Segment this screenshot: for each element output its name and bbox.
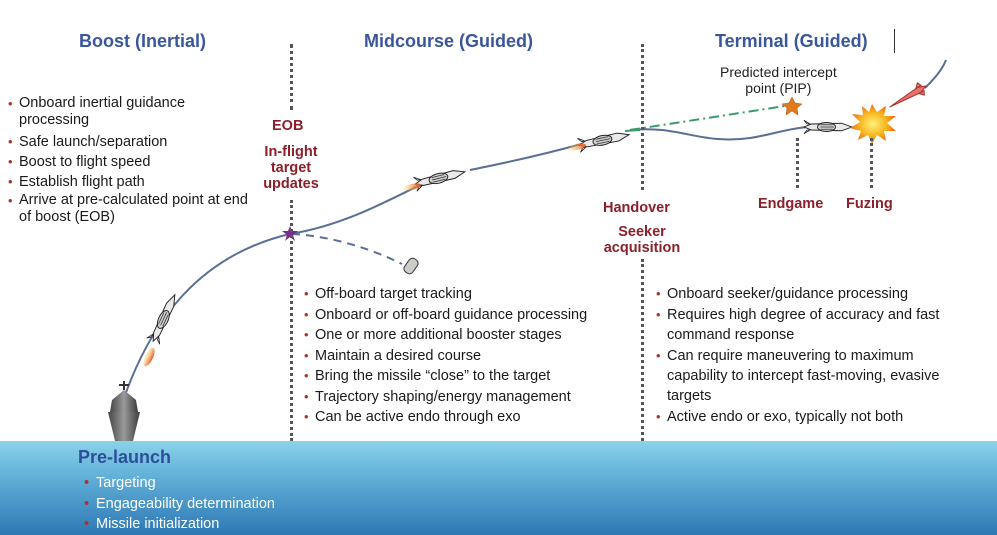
ship-icon <box>108 381 140 441</box>
divider-eob-lower <box>290 200 293 441</box>
event-inflight-updates: In-flight target updates <box>263 144 319 192</box>
divider-handover <box>641 44 644 190</box>
bullet-item: Can be active endo through exo <box>304 407 634 428</box>
bullet-item: Boost to flight speed <box>8 152 248 172</box>
phase-title-boost: Boost (Inertial) <box>79 31 207 51</box>
bullet-item: Arrive at pre-calculated point at end of… <box>8 192 248 226</box>
event-seeker-acquisition: Seeker acquisition <box>603 224 681 256</box>
terminal-bullets: Onboard seeker/guidance processing Requi… <box>656 284 956 427</box>
bullet-item: Off-board target tracking <box>304 284 634 305</box>
explosion-icon <box>850 104 896 144</box>
divider-handover-lower <box>641 259 644 441</box>
bullet-item: One or more additional booster stages <box>304 325 634 346</box>
bullet-item: Active endo or exo, typically not both <box>656 407 956 427</box>
pip-star-icon <box>781 96 803 116</box>
bullet-item: Safe launch/separation <box>8 132 248 152</box>
missile-icon-terminal <box>803 119 853 135</box>
bullet-item: Bring the missile “close” to the target <box>304 366 634 387</box>
event-handover: Handover <box>603 200 670 216</box>
prelaunch-bullets: Targeting Engageability determination Mi… <box>84 473 275 535</box>
bullet-item: Missile initialization <box>84 514 275 535</box>
bullet-item: Maintain a desired course <box>304 346 634 367</box>
bullet-item: Engageability determination <box>84 494 275 515</box>
text-cursor <box>894 29 895 53</box>
bullet-item: Onboard inertial guidance processing <box>8 95 248 132</box>
phase-title-terminal: Terminal (Guided) <box>715 31 868 51</box>
event-eob: EOB <box>272 118 304 134</box>
event-fuzing: Fuzing <box>846 196 893 212</box>
event-endgame: Endgame <box>758 196 824 212</box>
missile-icon-mid1 <box>412 164 468 192</box>
bullet-item: Can require maneuvering to maximum capab… <box>656 346 956 407</box>
bullet-item: Requires high degree of accuracy and fas… <box>656 305 956 346</box>
pip-label: Predicted intercept point (PIP) <box>720 64 837 96</box>
target-missile-icon <box>889 82 928 108</box>
bullet-item: Establish flight path <box>8 172 248 192</box>
bullet-item: Targeting <box>84 473 275 494</box>
phase-title-midcourse: Midcourse (Guided) <box>364 31 534 51</box>
prelaunch-title: Pre-launch <box>78 447 172 467</box>
bullet-item: Onboard or off-board guidance processing <box>304 305 634 326</box>
bullet-item: Trajectory shaping/energy management <box>304 387 634 408</box>
boost-bullets: Onboard inertial guidance processing Saf… <box>8 95 248 226</box>
bullet-item: Onboard seeker/guidance processing <box>656 284 956 305</box>
divider-fuzing <box>870 138 873 188</box>
divider-endgame <box>796 138 799 188</box>
divider-eob <box>290 44 293 110</box>
midcourse-bullets: Off-board target tracking Onboard or off… <box>304 284 634 428</box>
missile-icon-boost <box>146 291 182 345</box>
booster-icon <box>403 257 419 275</box>
missile-icon-mid2 <box>576 127 632 153</box>
